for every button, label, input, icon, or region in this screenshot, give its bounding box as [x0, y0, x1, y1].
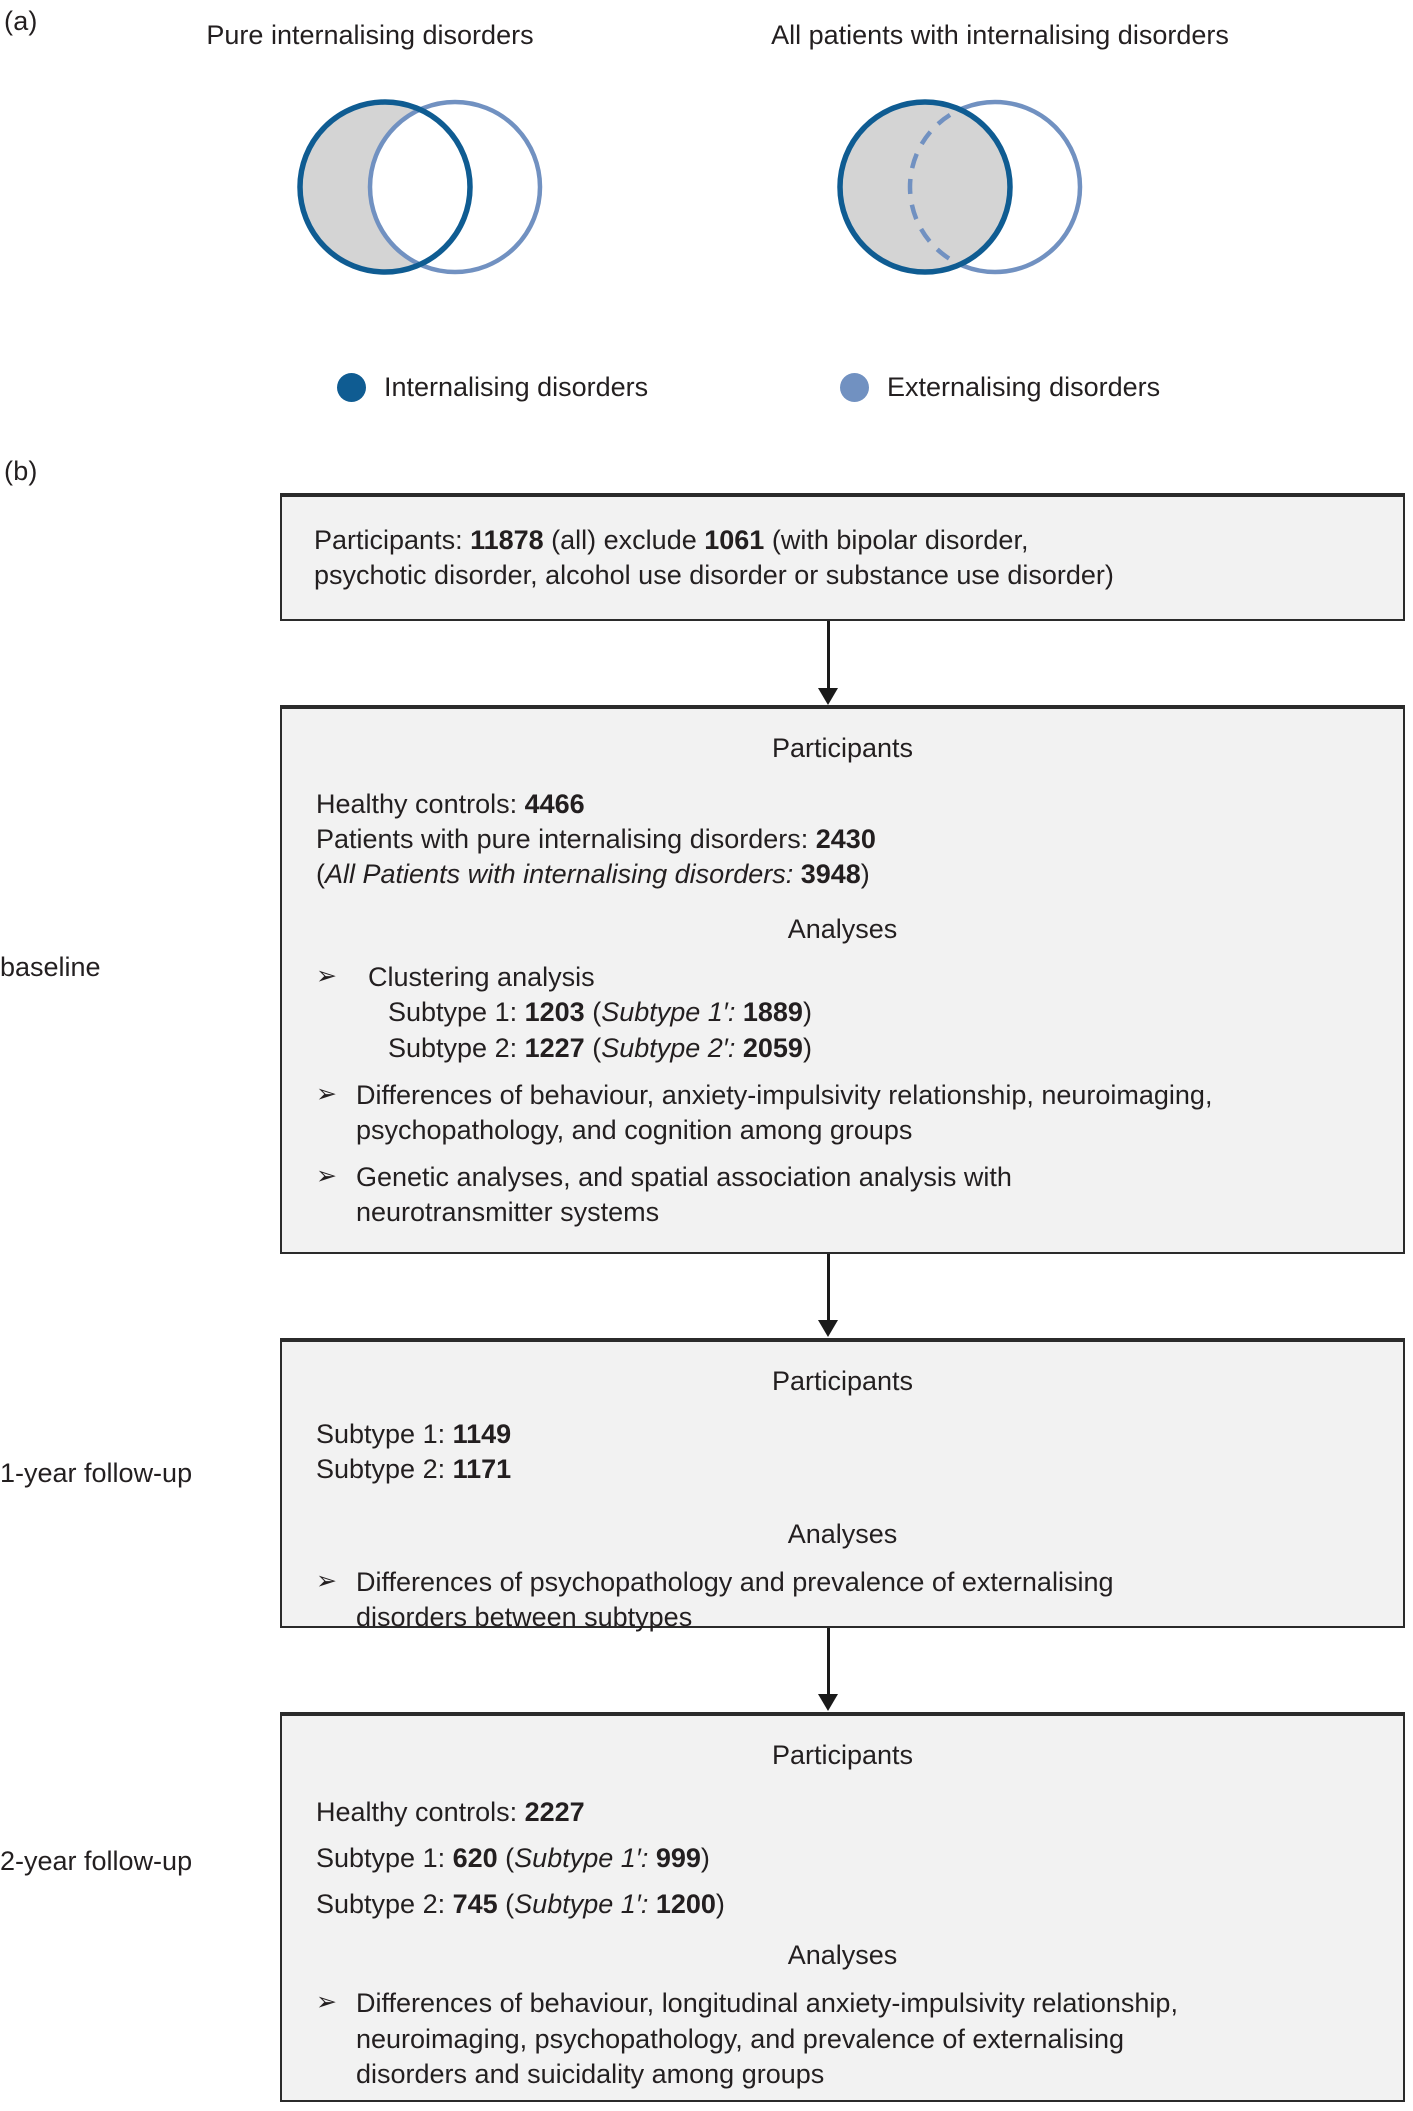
- baseline-subtype-1-line: Subtype 1: 1203 (Subtype 1′: 1889): [388, 997, 812, 1028]
- connector-arrow-3-shaft: [827, 1628, 830, 1700]
- venn-right-internalising-circle: [837, 99, 1013, 275]
- venn-diagram-right: [795, 62, 1125, 312]
- flow-box-baseline: Participants Healthy controls: 4466 Pati…: [280, 705, 1405, 1254]
- venn-left-svg: [297, 99, 543, 275]
- connector-arrow-1-shaft: [827, 621, 830, 695]
- legend-label-internalising: Internalising disorders: [384, 372, 649, 402]
- baseline-participant-all-internalising: (All Patients with internalising disorde…: [316, 858, 870, 889]
- baseline-subtype-2-line: Subtype 2: 1227 (Subtype 2′: 2059): [388, 1032, 812, 1063]
- connector-arrow-2-shaft: [827, 1254, 830, 1326]
- flow-box-1-year-follow-up: Participants Subtype 1: 1149 Subtype 2: …: [280, 1338, 1405, 1632]
- bullet-arrow-icon: ➢: [316, 1566, 337, 1596]
- venn-left-title: Pure internalising disorders: [206, 20, 534, 50]
- baseline-participant-healthy-controls: Healthy controls: 4466: [316, 788, 585, 819]
- baseline-participant-pure-internalising: Patients with pure internalising disorde…: [316, 823, 876, 854]
- bullet-arrow-icon: ➢: [316, 1987, 337, 2017]
- baseline-analysis-clustering-text: Clustering analysis: [368, 962, 595, 993]
- baseline-analysis-bullet-genetic: ➢ Genetic analyses, and spatial associat…: [316, 1160, 1116, 1230]
- exclusion-line-1: Participants: 11878 (all) exclude 1061 (…: [314, 525, 1029, 555]
- connector-arrow-2-head-icon: [818, 1320, 838, 1337]
- stage-label-baseline: baseline: [0, 952, 101, 982]
- flow-box-exclusion: Participants: 11878 (all) exclude 1061 (…: [280, 493, 1405, 621]
- baseline-analysis-bullet-clustering: ➢ Clustering analysis: [316, 960, 1369, 995]
- flow-box-2-year-follow-up: Participants Healthy controls: 2227 Subt…: [280, 1712, 1405, 2102]
- legend-dot-externalising-icon: [840, 373, 869, 402]
- year2-participant-subtype-2: Subtype 2: 745 (Subtype 1′: 1200): [316, 1889, 725, 1920]
- bullet-arrow-icon: ➢: [316, 1160, 337, 1190]
- baseline-analyses-heading: Analyses: [787, 913, 898, 944]
- venn-right-svg: [837, 99, 1083, 275]
- connector-arrow-1-head-icon: [818, 688, 838, 705]
- year2-analyses-heading: Analyses: [787, 1939, 898, 1970]
- baseline-analysis-differences-text: Differences of behaviour, anxiety-impuls…: [356, 1079, 1213, 1145]
- baseline-analysis-bullet-differences: ➢ Differences of behaviour, anxiety-impu…: [316, 1078, 1246, 1148]
- venn-left-internalising-circle: [297, 99, 473, 275]
- stage-label-1-year: 1-year follow-up: [0, 1458, 193, 1488]
- year2-participants-heading: Participants: [771, 1740, 914, 1770]
- legend-dot-internalising-icon: [337, 373, 366, 402]
- venn-right-externalising-circle-dashed: [907, 102, 1010, 272]
- year1-participants-heading: Participants: [771, 1366, 914, 1396]
- baseline-analysis-genetic-text: Genetic analyses, and spatial associatio…: [356, 1161, 1012, 1227]
- bullet-arrow-icon: ➢: [316, 1078, 337, 1108]
- venn-left-shaded-region: [300, 102, 470, 272]
- panel-a-letter: (a): [4, 6, 38, 36]
- year2-analysis-differences-text: Differences of behaviour, longitudinal a…: [356, 1988, 1178, 2089]
- stage-label-2-year: 2-year follow-up: [0, 1846, 193, 1876]
- venn-right-shaded-region: [840, 102, 1010, 272]
- year2-participant-subtype-1: Subtype 1: 620 (Subtype 1′: 999): [316, 1842, 710, 1873]
- year1-participant-subtype-1: Subtype 1: 1149: [316, 1418, 512, 1449]
- venn-diagram-left: [255, 62, 585, 312]
- year1-analysis-bullet-differences: ➢ Differences of psychopathology and pre…: [316, 1565, 1116, 1635]
- legend-item-internalising: Internalising disorders: [337, 372, 648, 403]
- exclusion-line-2: psychotic disorder, alcohol use disorder…: [314, 560, 1114, 591]
- year1-participant-subtype-2: Subtype 2: 1171: [316, 1453, 512, 1484]
- bullet-arrow-icon: ➢: [316, 961, 337, 991]
- year2-analysis-bullet-differences: ➢ Differences of behaviour, longitudinal…: [316, 1986, 1206, 2091]
- connector-arrow-3-head-icon: [818, 1694, 838, 1711]
- panel-b-letter: (b): [4, 456, 38, 486]
- legend-label-externalising: Externalising disorders: [887, 372, 1161, 402]
- year1-analyses-heading: Analyses: [787, 1518, 898, 1549]
- venn-right-title: All patients with internalising disorder…: [771, 20, 1229, 50]
- year2-participant-healthy-controls: Healthy controls: 2227: [316, 1796, 585, 1827]
- year1-analysis-differences-text: Differences of psychopathology and preva…: [356, 1567, 1114, 1633]
- baseline-participants-heading: Participants: [771, 733, 914, 763]
- legend-item-externalising: Externalising disorders: [840, 372, 1160, 403]
- venn-left-externalising-circle: [367, 99, 543, 275]
